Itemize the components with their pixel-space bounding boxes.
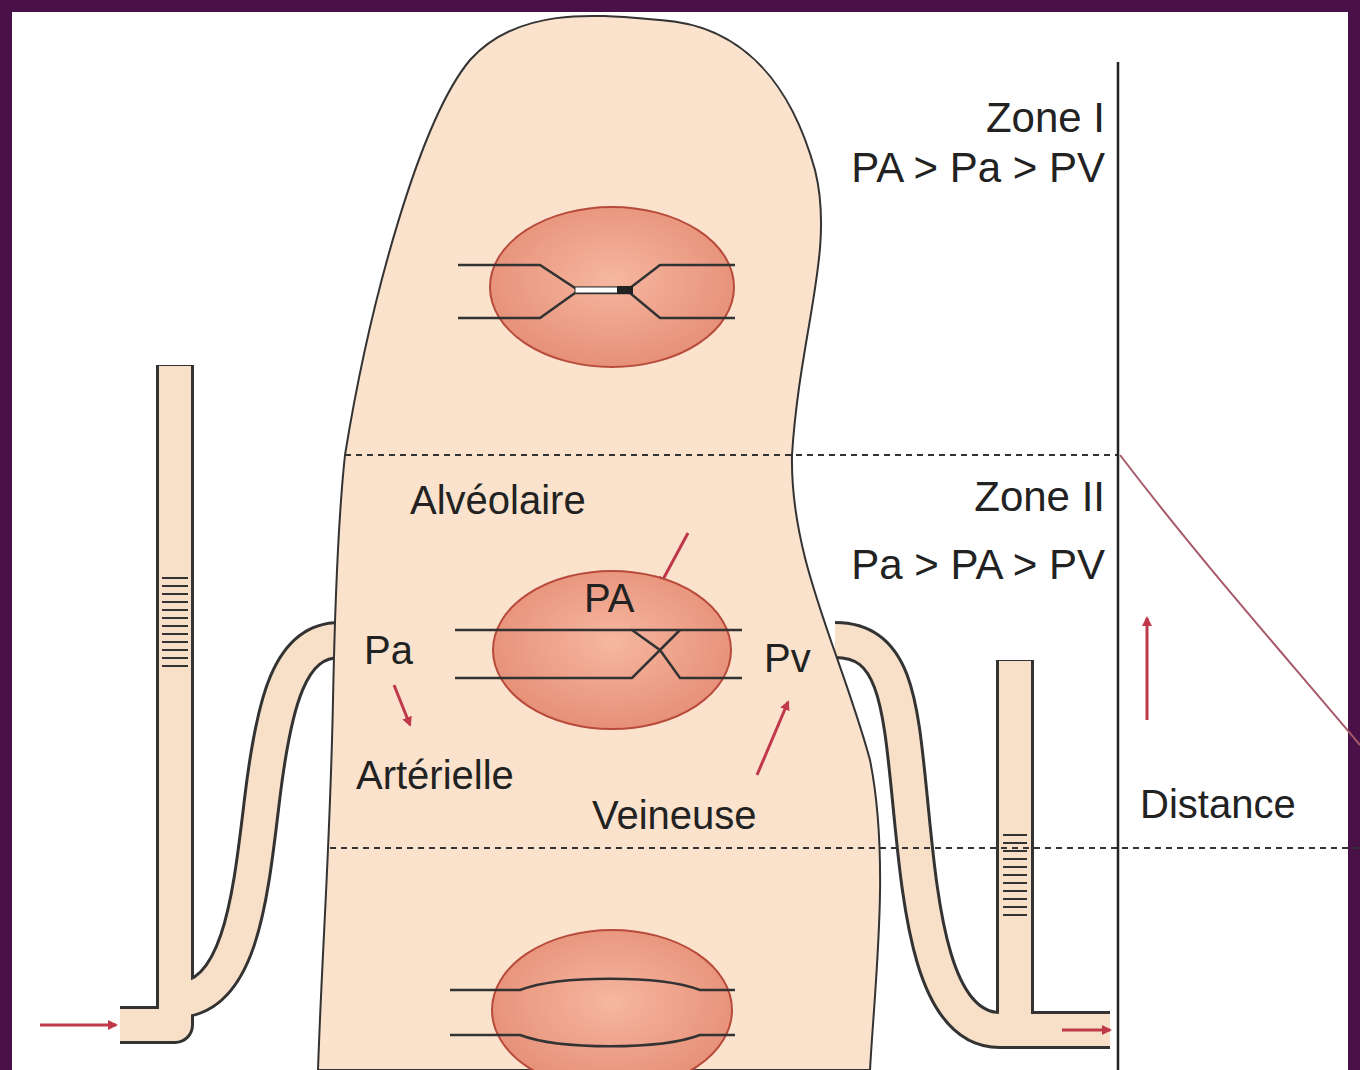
zone-title: Zone I [986,95,1105,141]
part-label: Artérielle [356,753,514,797]
zone-title: Zone II [974,474,1105,520]
pressure-relation: PA > Pa > PV [851,145,1105,191]
axis-label: Distance [1140,782,1296,826]
pressure-label: Pv [764,636,811,680]
part-label: Alvéolaire [410,478,586,522]
pressure-relation: Pa > PA > PV [851,542,1105,588]
part-label: Veineuse [592,793,757,837]
alveolus-circle: PA [492,570,732,730]
pressure-label: PA [584,576,634,620]
pressure-label: Pa [364,628,413,672]
